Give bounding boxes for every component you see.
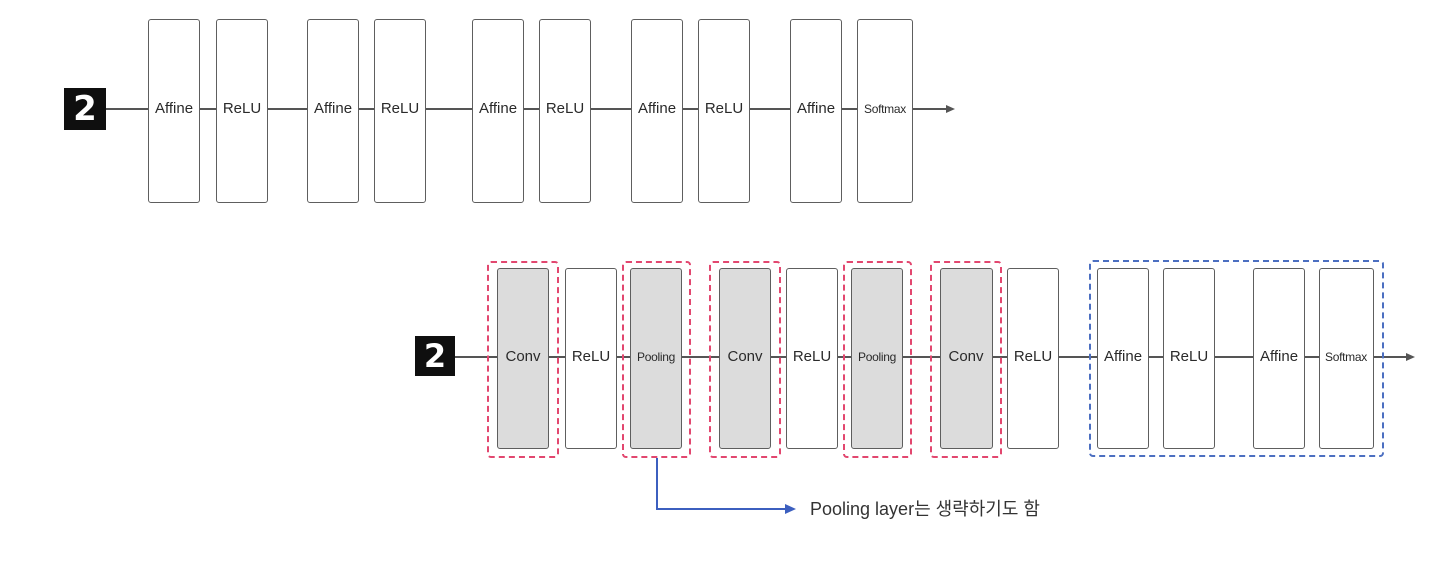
note-connector-vertical: [656, 458, 658, 510]
bottom-edge: [771, 356, 786, 358]
top-edge: [106, 108, 148, 110]
bottom-edge: [1059, 356, 1097, 358]
bottom-edge: [1149, 356, 1163, 358]
top-layer-label: ReLU: [703, 98, 745, 120]
top-edge: [524, 108, 539, 110]
bottom-layer-label: Conv: [504, 346, 542, 368]
bottom-layer-label: ReLU: [1012, 346, 1054, 368]
conv-group-frame: [930, 261, 1002, 458]
top-layer-label: Affine: [153, 98, 195, 120]
top-layer-label: Affine: [795, 98, 837, 120]
pooling-group-frame: [622, 261, 691, 458]
bottom-layer-label: ReLU: [570, 346, 612, 368]
note-arrowhead: [785, 504, 796, 514]
pooling-group-frame: [843, 261, 912, 458]
top-edge: [268, 108, 307, 110]
top-layer-label: ReLU: [379, 98, 421, 120]
pooling-optional-note: Pooling layer는 생략하기도 함: [810, 499, 1040, 519]
top-edge: [591, 108, 631, 110]
top-output-edge: [913, 108, 947, 110]
top-edge: [683, 108, 698, 110]
bottom-layer-label: Softmax: [1324, 346, 1368, 368]
top-layer-label: Softmax: [863, 98, 907, 120]
affine-group-frame: [1089, 260, 1384, 457]
bottom-edge: [455, 356, 497, 358]
top-edge: [750, 108, 790, 110]
top-layer-label: Affine: [312, 98, 354, 120]
input-digit-image: 2: [64, 88, 106, 130]
conv-group-frame: [709, 261, 781, 458]
input-digit-image: 2: [415, 336, 455, 376]
top-layer-label: Affine: [636, 98, 678, 120]
bottom-layer-label: Affine: [1258, 346, 1300, 368]
bottom-layer-label: Pooling: [857, 346, 897, 368]
bottom-output-arrowhead: [1406, 353, 1415, 361]
bottom-edge: [1215, 356, 1253, 358]
bottom-layer-label: ReLU: [1168, 346, 1210, 368]
bottom-edge: [1305, 356, 1319, 358]
top-output-arrowhead: [946, 105, 955, 113]
conv-group-frame: [487, 261, 559, 458]
top-layer-label: ReLU: [221, 98, 263, 120]
top-layer-label: ReLU: [544, 98, 586, 120]
top-edge: [200, 108, 216, 110]
top-edge: [842, 108, 857, 110]
bottom-layer-label: Pooling: [636, 346, 676, 368]
bottom-edge: [903, 356, 940, 358]
top-layer-label: Affine: [477, 98, 519, 120]
bottom-layer-label: ReLU: [791, 346, 833, 368]
bottom-layer-label: Conv: [947, 346, 985, 368]
bottom-output-edge: [1374, 356, 1407, 358]
bottom-layer-label: Affine: [1102, 346, 1144, 368]
bottom-layer-label: Conv: [726, 346, 764, 368]
note-connector-horizontal: [656, 508, 786, 510]
top-edge: [426, 108, 472, 110]
top-edge: [359, 108, 374, 110]
bottom-edge: [682, 356, 719, 358]
